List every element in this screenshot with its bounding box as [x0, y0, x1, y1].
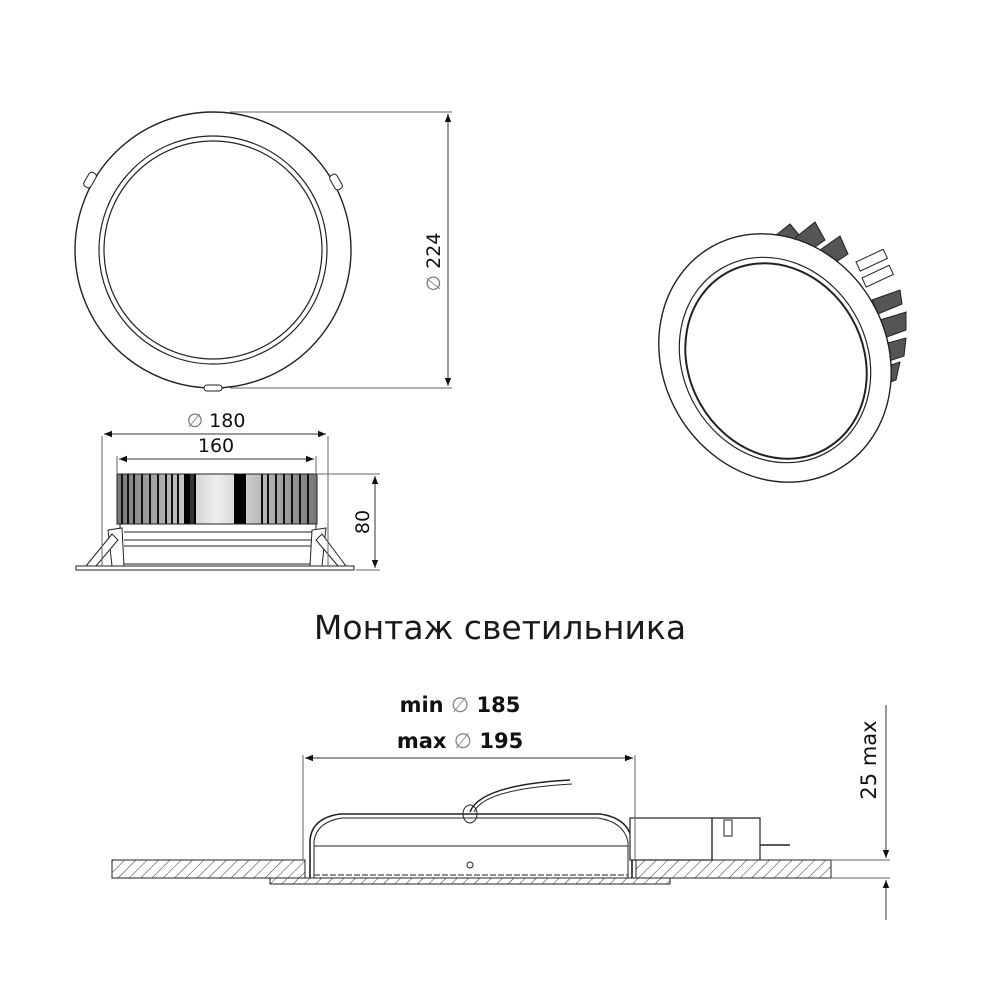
heatsink-width-label: 160	[198, 435, 234, 457]
max-cutout-value: 195	[479, 729, 523, 753]
svg-text:min ∅ 185: min ∅ 185	[400, 693, 521, 717]
side-view: ∅ 180 160 80	[75, 410, 380, 571]
min-prefix: min	[400, 693, 444, 717]
outer-diameter-label: 180	[209, 410, 245, 432]
svg-text:∅ 224: ∅ 224	[423, 233, 445, 292]
diameter-symbol-icon: ∅	[454, 729, 472, 753]
svg-text:max ∅ 195: max ∅ 195	[397, 729, 523, 753]
isometric-view	[658, 221, 907, 483]
ceiling-thickness-label: 25 max	[857, 720, 881, 799]
top-diameter-label: 224	[423, 233, 445, 269]
diameter-symbol-icon: ∅	[451, 693, 469, 717]
spring-clip-icon	[83, 171, 343, 392]
diameter-symbol-icon: ∅	[423, 275, 445, 292]
svg-text:∅ 180: ∅ 180	[187, 410, 246, 432]
top-view: ∅ 224	[74, 111, 452, 392]
section-title: Монтаж светильника	[313, 608, 687, 647]
diameter-symbol-icon: ∅	[187, 410, 204, 432]
max-prefix: max	[397, 729, 447, 753]
height-label: 80	[352, 510, 374, 534]
min-cutout-value: 185	[477, 693, 521, 717]
installation-section: min ∅ 185 max ∅ 195 25 max	[111, 693, 890, 920]
